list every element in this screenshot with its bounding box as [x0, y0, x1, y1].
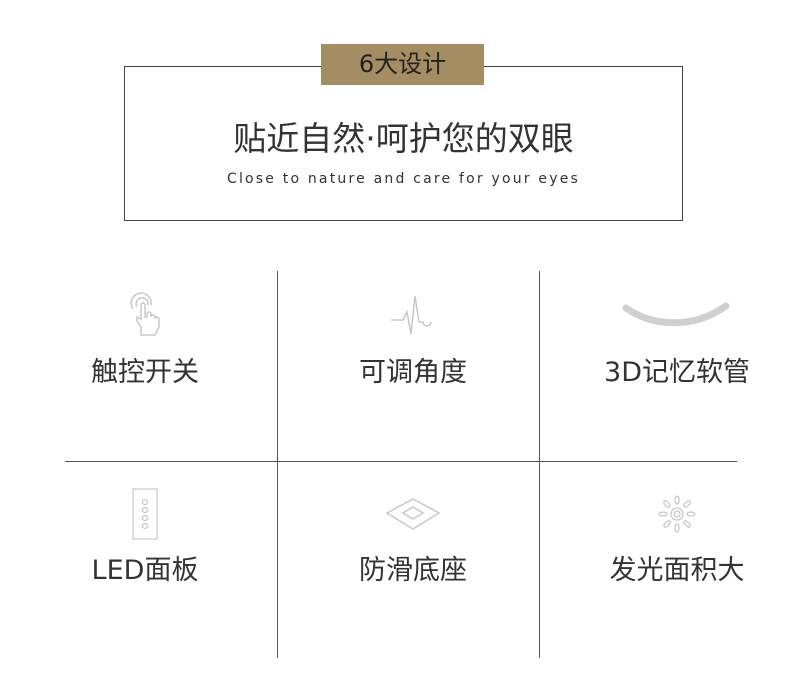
- page-subtitle: Close to nature and care for your eyes: [226, 171, 581, 187]
- feature-touch-switch: 触控开关: [14, 290, 276, 389]
- feature-antislip-base: 防滑底座: [282, 488, 544, 587]
- page-title: 贴近自然·呵护您的双眼: [233, 119, 574, 158]
- diamond-base-icon: [385, 498, 441, 530]
- grid-divider-vertical: [539, 271, 540, 658]
- feature-led-panel: LED面板: [14, 488, 276, 587]
- feature-3d-memory-hose: 3D记忆软管: [546, 290, 800, 389]
- feature-adjustable-angle: 可调角度: [282, 290, 544, 389]
- flexible-hose-icon: [622, 302, 730, 327]
- led-panel-icon: [132, 488, 158, 540]
- sun-light-icon: [658, 495, 696, 533]
- pulse-icon: [391, 295, 432, 335]
- feature-label: 3D记忆软管: [604, 357, 750, 388]
- feature-label: 发光面积大: [609, 555, 745, 586]
- feature-label: 触控开关: [91, 357, 199, 388]
- feature-label: 可调角度: [359, 357, 467, 388]
- design-count-badge: 6大设计: [321, 44, 484, 85]
- touch-hand-icon: [130, 292, 160, 336]
- grid-divider-horizontal: [65, 461, 737, 462]
- grid-divider-vertical: [277, 271, 278, 658]
- feature-large-light-area: 发光面积大: [546, 488, 800, 587]
- feature-label: 防滑底座: [359, 555, 467, 586]
- feature-label: LED面板: [91, 555, 199, 586]
